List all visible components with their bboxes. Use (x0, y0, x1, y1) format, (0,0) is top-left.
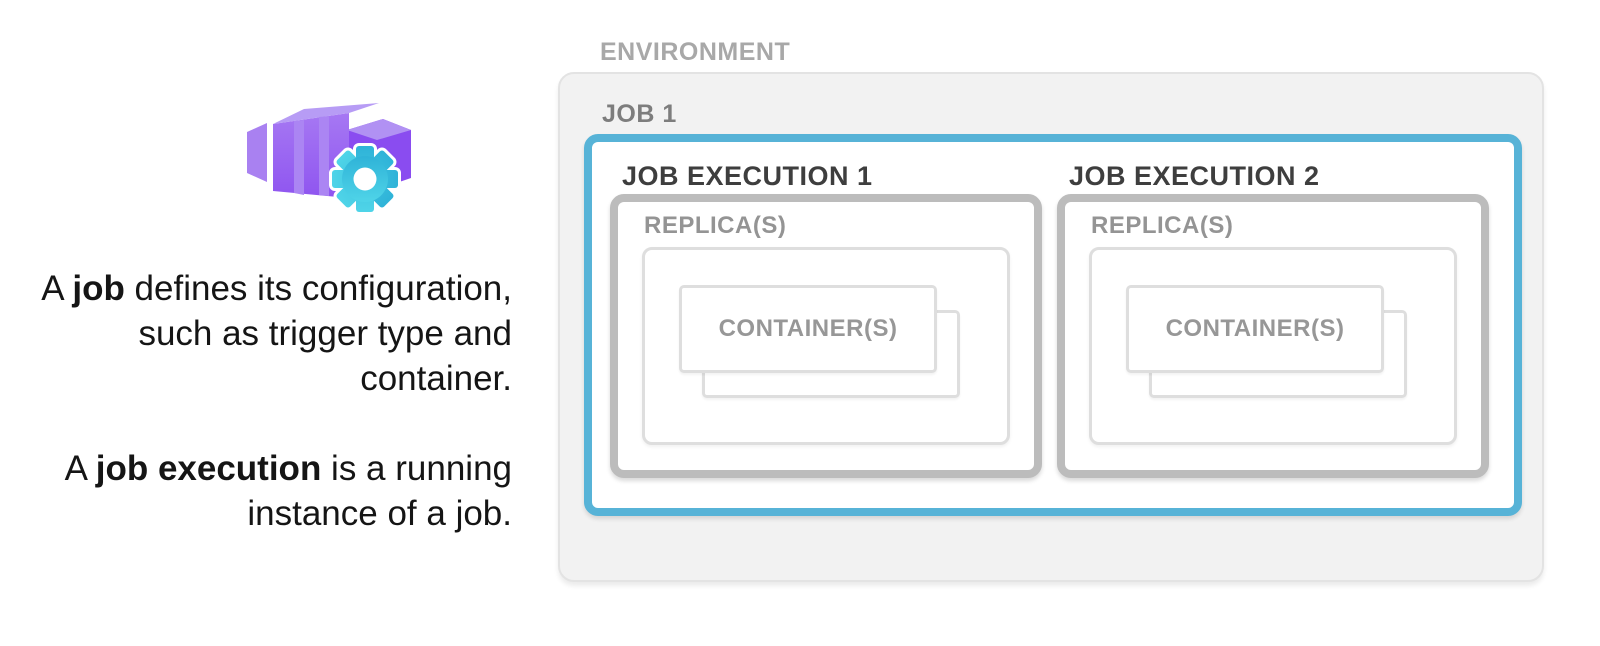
replica-box: CONTAINER(S) (1089, 247, 1457, 445)
container-label: CONTAINER(S) (1165, 315, 1345, 342)
job-box: JOB EXECUTION 1 REPLICA(S) CONTAINER(S) … (584, 134, 1522, 516)
description-paragraph: A job execution is a running instance of… (64, 449, 512, 533)
container-apps-job-icon-svg (247, 103, 411, 215)
job-label: JOB 1 (602, 100, 677, 128)
container-slab-shape (247, 123, 267, 182)
description-paragraph: A job defines its configuration, such as… (41, 269, 512, 398)
replica-label: REPLICA(S) (1091, 212, 1234, 239)
environment-box: JOB 1 JOB EXECUTION 1 REPLICA(S) CONTAIN… (558, 72, 1544, 582)
replica-box: CONTAINER(S) (642, 247, 1010, 445)
job-execution-2-box: REPLICA(S) CONTAINER(S) (1057, 194, 1489, 478)
container-apps-job-icon (243, 90, 419, 220)
job-execution-1-label: JOB EXECUTION 1 (622, 161, 873, 191)
job-execution-column-2: JOB EXECUTION 2 REPLICA(S) CONTAINER(S) (1057, 160, 1489, 478)
job-execution-2-label: JOB EXECUTION 2 (1069, 161, 1320, 191)
description-text: A job defines its configuration, such as… (40, 266, 512, 581)
container-box-front: CONTAINER(S) (679, 285, 937, 373)
environment-label: ENVIRONMENT (600, 38, 791, 66)
replica-label: REPLICA(S) (644, 212, 787, 239)
job-execution-1-box: REPLICA(S) CONTAINER(S) (610, 194, 1042, 478)
gear-icon (329, 143, 401, 215)
container-box-front: CONTAINER(S) (1126, 285, 1384, 373)
job-execution-column-1: JOB EXECUTION 1 REPLICA(S) CONTAINER(S) (610, 160, 1042, 478)
container-label: CONTAINER(S) (718, 315, 898, 342)
